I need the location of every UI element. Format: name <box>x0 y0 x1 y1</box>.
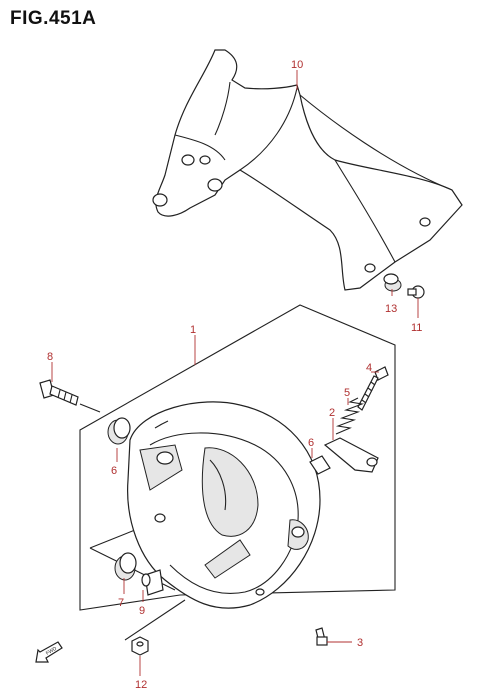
leader-lines <box>51 70 419 676</box>
callout-4: 5 <box>344 387 350 399</box>
grommet-part-6-lower[interactable] <box>114 552 137 581</box>
spring-part-4[interactable] <box>335 397 365 435</box>
screw-part-12[interactable] <box>407 285 425 299</box>
callout-9: 12 <box>135 679 147 691</box>
fwd-arrow: FWD <box>35 641 63 663</box>
callout-8: 8 <box>47 351 53 363</box>
callout-6a: 6 <box>111 465 117 477</box>
callout-12: 11 <box>411 322 422 334</box>
callout-11: 10 <box>291 59 303 71</box>
clip-part-5[interactable] <box>309 455 331 475</box>
bracket-part-2[interactable] <box>323 437 379 473</box>
callout-13: 13 <box>385 303 397 315</box>
callout-6b: 7 <box>118 597 124 609</box>
collar-part-7[interactable] <box>141 569 164 596</box>
headlight-housing-part-1[interactable] <box>127 401 321 609</box>
callout-7: 9 <box>139 605 145 617</box>
callout-1: 1 <box>190 324 196 336</box>
callout-5: 6 <box>308 437 314 449</box>
bolt-part-8[interactable] <box>39 379 101 413</box>
grommet-part-13[interactable] <box>383 273 402 292</box>
adjust-screw-part-3[interactable] <box>357 366 389 411</box>
callout-labels: 10 13 11 1 8 4 5 2 6 6 7 9 12 3 <box>47 59 422 691</box>
callout-2: 2 <box>329 407 335 419</box>
explode-outline <box>79 304 396 611</box>
bolt-part-10[interactable] <box>315 627 328 646</box>
cowl-bracket-part-11[interactable] <box>152 49 463 291</box>
grommet-part-6-upper[interactable] <box>107 417 131 445</box>
callout-3: 4 <box>366 362 372 374</box>
figure-title: FIG.451A <box>10 8 97 29</box>
fwd-label: FWD <box>45 646 58 657</box>
nut-part-9[interactable] <box>131 636 149 656</box>
callout-10: 3 <box>357 637 363 649</box>
